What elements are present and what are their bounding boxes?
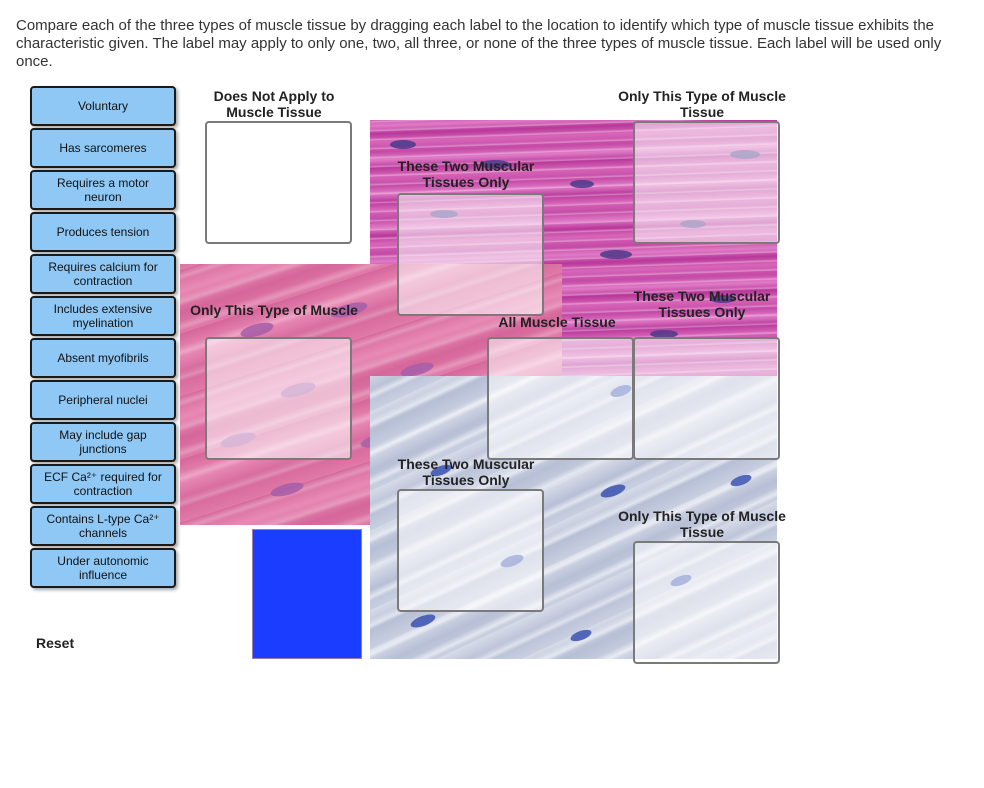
drop-zone-only-skeletal[interactable] bbox=[633, 121, 780, 244]
zone-title-all: All Muscle Tissue bbox=[498, 314, 616, 330]
label-has-sarcomeres[interactable]: Has sarcomeres bbox=[30, 128, 176, 168]
zone-title-not-apply: Does Not Apply to Muscle Tissue bbox=[213, 88, 335, 120]
zone-title-two-top: These Two Muscular Tissues Only bbox=[397, 158, 535, 190]
drop-zone-only-cardiac[interactable] bbox=[633, 541, 780, 664]
reset-button[interactable]: Reset bbox=[36, 635, 75, 651]
blue-swatch bbox=[252, 529, 362, 659]
zone-title-only-left: Only This Type of Muscle bbox=[190, 302, 358, 318]
zone-title-two-bottom: These Two Muscular Tissues Only bbox=[397, 456, 535, 488]
label-requires-motor-neuron[interactable]: Requires a motor neuron bbox=[30, 170, 176, 210]
label-extensive-myelination[interactable]: Includes extensive myelination bbox=[30, 296, 176, 336]
label-produces-tension[interactable]: Produces tension bbox=[30, 212, 176, 252]
drop-zone-only-smooth[interactable] bbox=[205, 337, 352, 460]
drop-zone-skeletal-smooth[interactable] bbox=[397, 193, 544, 316]
label-autonomic-influence[interactable]: Under autonomic influence bbox=[30, 548, 176, 588]
label-ecf-calcium[interactable]: ECF Ca²⁺ required for contraction bbox=[30, 464, 176, 504]
zone-title-only-top-right: Only This Type of Muscle Tissue bbox=[618, 88, 786, 120]
label-gap-junctions[interactable]: May include gap junctions bbox=[30, 422, 176, 462]
drop-zone-smooth-cardiac[interactable] bbox=[397, 489, 544, 612]
drop-zone-skeletal-cardiac[interactable] bbox=[633, 337, 780, 460]
drop-zone-not-apply[interactable] bbox=[205, 121, 352, 244]
label-peripheral-nuclei[interactable]: Peripheral nuclei bbox=[30, 380, 176, 420]
label-requires-calcium[interactable]: Requires calcium for contraction bbox=[30, 254, 176, 294]
label-absent-myofibrils[interactable]: Absent myofibrils bbox=[30, 338, 176, 378]
label-l-type-channels[interactable]: Contains L-type Ca²⁺ channels bbox=[30, 506, 176, 546]
instructions-text: Compare each of the three types of muscl… bbox=[16, 17, 942, 70]
zone-title-only-bottom-right: Only This Type of Muscle Tissue bbox=[618, 508, 786, 540]
zone-title-two-right: These Two Muscular Tissues Only bbox=[633, 288, 771, 320]
label-voluntary[interactable]: Voluntary bbox=[30, 86, 176, 126]
drop-zone-all-muscle[interactable] bbox=[487, 337, 634, 460]
label-bank: Voluntary Has sarcomeres Requires a moto… bbox=[30, 86, 176, 590]
